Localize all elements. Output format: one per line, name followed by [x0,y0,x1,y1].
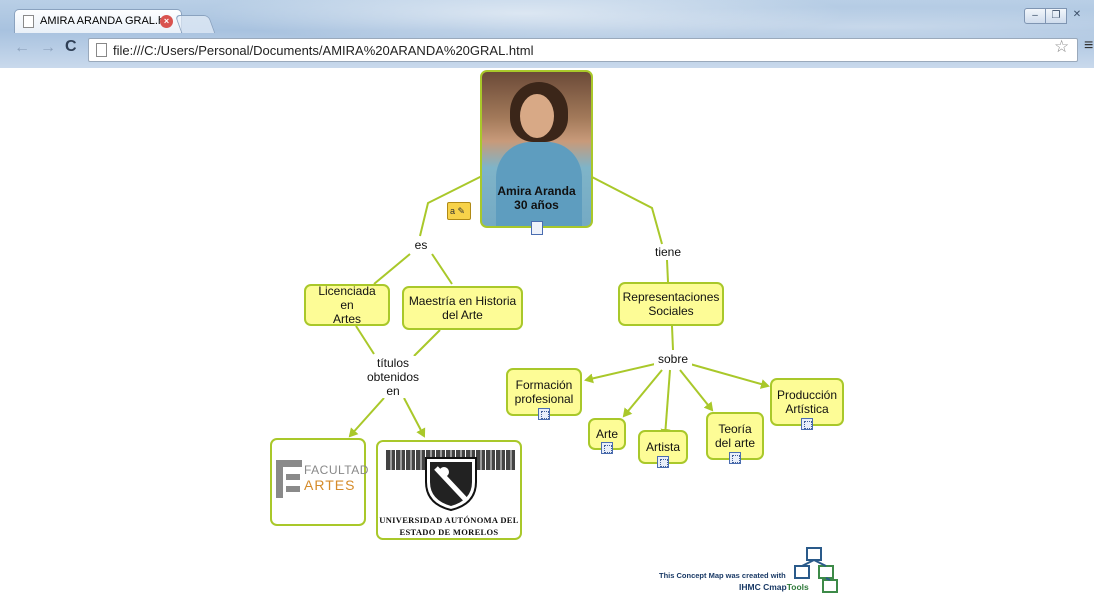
link-sobre-teoria [679,369,714,412]
uaem-name-line: UNIVERSIDAD AUTÓNOMA DEL [379,515,519,525]
link-licenciada-titulos [355,325,375,355]
cmap-link-icon[interactable] [538,408,550,420]
photo-shirt [496,142,582,226]
uaem-name-line: ESTADO DE MORELOS [399,527,499,537]
window-close-button[interactable]: ✕ [1072,9,1082,20]
credit-product-suffix: Tools [786,582,809,592]
tab-title: AMIRA ARANDA GRAL.ht [40,15,162,27]
concept-line: Artista [645,440,680,454]
uaem-crest-icon [425,457,477,512]
link-maestria-titulos [413,329,441,357]
concept-line: Maestría en Historia [408,294,517,308]
reload-icon[interactable]: C [65,38,77,55]
link-sobre-produccion [689,363,770,389]
link-root-tiene [589,175,663,245]
cmap-link-icon[interactable] [729,452,741,464]
concept-line: Licenciada en [318,284,376,312]
tab-active[interactable]: AMIRA ARANDA GRAL.ht × [14,9,182,33]
concept-line: Producción [776,388,838,402]
concept-line: Artística [785,402,829,416]
credit-product: IHMC CmapTools [739,582,809,592]
link-label-line: en [386,384,400,398]
concept-line: Formación [515,378,573,392]
concept-line: del Arte [442,308,483,322]
concept-line: Sociales [648,304,694,318]
link-titulos-uaem [403,397,426,438]
url-text[interactable]: file:///C:/Users/Personal/Documents/AMIR… [113,43,534,58]
concept-line: Representaciones [622,290,720,304]
root-concept-photo[interactable]: Amira Aranda 30 años [480,70,593,228]
link-label-tiene: tiene [650,245,686,259]
link-label-sobre: sobre [654,352,692,366]
concept-line: Teoría [718,422,752,436]
link-representaciones-sobre [671,325,674,351]
facultad-artes-logo[interactable]: FACULTAD ARTES [270,438,369,526]
credit-line: This Concept Map was created with [659,571,786,580]
artes-label: ARTES [304,477,356,493]
cmap-link-icon[interactable] [601,442,613,454]
concept-line: Arte [595,427,618,441]
new-tab-button[interactable] [174,15,216,33]
browser-chrome: AMIRA ARANDA GRAL.ht × – ❐ ✕ ← → C file:… [0,0,1094,68]
link-label-es: es [410,238,432,252]
document-icon[interactable] [531,221,543,235]
facultad-label: FACULTAD [304,463,369,477]
uaem-logo[interactable]: UNIVERSIDAD AUTÓNOMA DEL ESTADO DE MOREL… [376,440,522,540]
address-bar[interactable]: file:///C:/Users/Personal/Documents/AMIR… [88,38,1078,62]
cmap-link-icon[interactable] [657,456,669,468]
page-icon [96,43,107,57]
link-tiene-representaciones [666,259,669,283]
cmap-link-icon[interactable] [801,418,813,430]
concept-line: profesional [514,392,574,406]
cmaptools-credit[interactable]: This Concept Map was created with IHMC C… [655,544,845,594]
back-icon[interactable]: ← [14,39,30,56]
link-titulos-facultad [348,397,385,438]
root-age: 30 años [514,198,559,212]
link-root-es [419,175,483,237]
link-label-line: obtenidos [366,370,420,384]
minimize-button[interactable]: – [1024,8,1046,24]
link-label-titulos: títulos obtenidos en [364,356,422,398]
link-es-maestria [431,253,453,285]
link-sobre-arte [622,369,663,418]
forward-icon[interactable]: → [40,39,56,56]
concept-line: del arte [714,436,756,450]
concept-artista[interactable]: Artista [638,430,688,468]
uaem-name: UNIVERSIDAD AUTÓNOMA DEL ESTADO DE MOREL… [378,514,520,538]
link-sobre-formacion [584,363,656,384]
root-name: Amira Aranda [497,184,576,198]
concept-line: Artes [332,312,361,326]
cmaptools-logo-icon [794,547,838,593]
photo-face [520,94,554,138]
credit-product-name: IHMC Cmap [739,582,787,592]
close-icon[interactable]: × [160,15,173,28]
root-caption: Amira Aranda 30 años [482,184,591,212]
page-icon [23,15,34,28]
concept-arte[interactable]: Arte [588,418,626,454]
concept-links [348,175,770,438]
maximize-button[interactable]: ❐ [1045,8,1067,24]
toolbar: ← → C file:///C:/Users/Personal/Document… [0,33,1094,67]
page-content: Amira Aranda 30 años a ✎ es tiene sobre … [0,68,1094,595]
menu-icon[interactable]: ≡ [1084,37,1094,54]
annotation-icon[interactable]: a ✎ [447,202,471,220]
link-label-line: títulos [376,356,409,370]
link-sobre-artista [660,369,671,438]
link-es-licenciada [373,253,411,285]
facultad-artes-mark [276,460,302,498]
star-icon[interactable]: ☆ [1054,37,1070,56]
